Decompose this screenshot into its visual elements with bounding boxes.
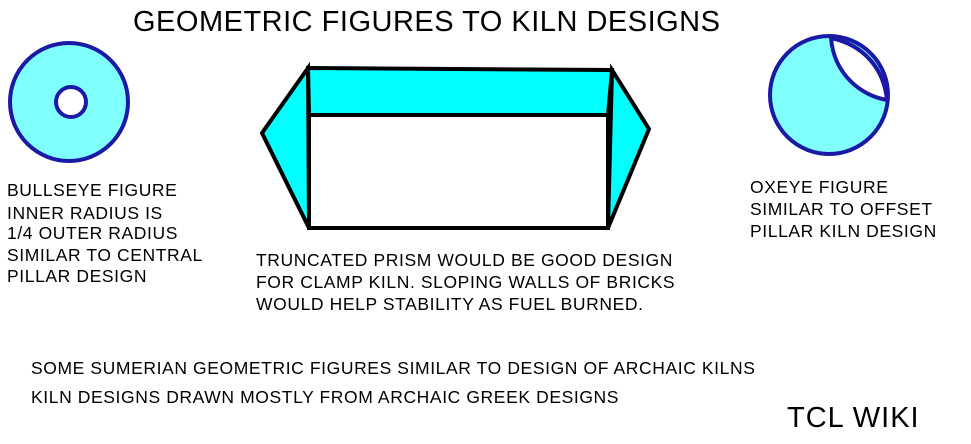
tcl-wiki-credit: TCL WIKI bbox=[787, 402, 920, 434]
bullseye-label-line-2: INNER RADIUS IS bbox=[7, 203, 163, 223]
prism-caption-line-2: FOR CLAMP KILN. SLOPING WALLS OF BRICKS bbox=[256, 272, 676, 292]
prism-top-face bbox=[305, 65, 615, 119]
diagram-title: GEOMETRIC FIGURES TO KILN DESIGNS bbox=[133, 6, 721, 38]
truncated-prism-figure bbox=[259, 61, 652, 230]
footer-line-1: SOME SUMERIAN GEOMETRIC FIGURES SIMILAR … bbox=[31, 358, 756, 378]
footer-line-2: KILN DESIGNS DRAWN MOSTLY FROM ARCHAIC G… bbox=[31, 387, 620, 407]
oxeye-figure bbox=[768, 34, 890, 156]
prism-caption-line-1: TRUNCATED PRISM WOULD BE GOOD DESIGN bbox=[256, 250, 673, 270]
bullseye-label-line-5: PILLAR DESIGN bbox=[7, 266, 148, 286]
oxeye-label-line-1: OXEYE FIGURE bbox=[750, 177, 889, 197]
oxeye-offset-eye bbox=[828, 35, 890, 103]
bullseye-label-line-1: BULLSEYE FIGURE bbox=[7, 180, 178, 200]
prism-caption-line-3: WOULD HELP STABILITY AS FUEL BURNED. bbox=[256, 294, 644, 314]
bullseye-figure bbox=[8, 41, 130, 163]
bullseye-label-line-4: SIMILAR TO CENTRAL bbox=[7, 245, 203, 265]
oxeye-label-line-2: SIMILAR TO OFFSET bbox=[750, 199, 933, 219]
oxeye-label-line-3: PILLAR KILN DESIGN bbox=[750, 221, 937, 241]
bullseye-inner-hole bbox=[54, 85, 88, 119]
prism-right-face bbox=[606, 63, 652, 229]
prism-left-face bbox=[259, 61, 311, 229]
prism-front-face bbox=[307, 113, 610, 230]
bullseye-label-line-3: 1/4 OUTER RADIUS bbox=[7, 223, 179, 243]
